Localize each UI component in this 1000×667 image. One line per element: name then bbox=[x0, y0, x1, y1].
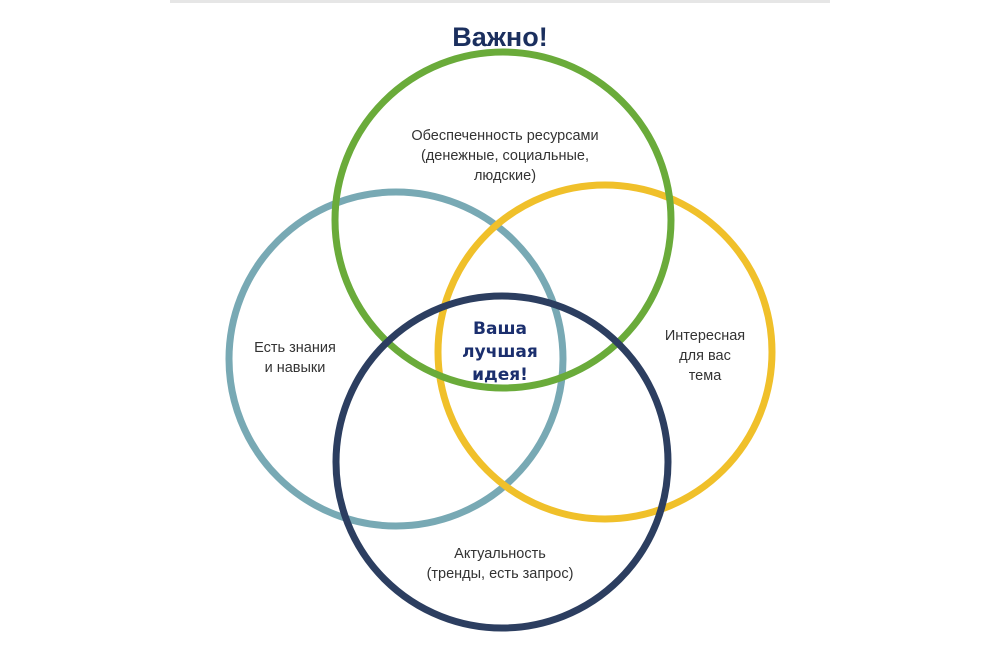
resources-label: Обеспеченность ресурсами (денежные, соци… bbox=[370, 126, 640, 186]
center-label-line: идея! bbox=[472, 365, 528, 385]
interest-label: Интересная для вас тема bbox=[650, 326, 760, 386]
diagram-title: Важно! bbox=[452, 22, 548, 52]
knowledge-label-line: Есть знания bbox=[254, 340, 336, 356]
top-divider bbox=[170, 0, 830, 3]
knowledge-label-line: и навыки bbox=[264, 360, 326, 376]
center-label-line: Ваша bbox=[473, 319, 527, 339]
relevance-label-line: Актуальность bbox=[454, 546, 546, 562]
interest-circle bbox=[434, 181, 776, 523]
knowledge-label: Есть знания и навыки bbox=[235, 338, 355, 378]
resources-circle bbox=[331, 48, 675, 392]
center-label-line: лучшая bbox=[462, 342, 538, 362]
resources-label-line: Обеспеченность ресурсами bbox=[411, 128, 599, 144]
interest-label-line: тема bbox=[688, 368, 722, 384]
relevance-circle bbox=[332, 292, 672, 632]
resources-label-line: людские) bbox=[473, 168, 537, 184]
center-label: Ваша лучшая идея! bbox=[440, 318, 560, 387]
interest-label-line: для вас bbox=[679, 348, 731, 364]
relevance-label: Актуальность (тренды, есть запрос) bbox=[400, 544, 600, 584]
relevance-label-line: (тренды, есть запрос) bbox=[426, 566, 574, 582]
interest-label-line: Интересная bbox=[664, 328, 746, 344]
resources-label-line: (денежные, социальные, bbox=[421, 148, 589, 164]
knowledge-circle bbox=[225, 188, 567, 530]
